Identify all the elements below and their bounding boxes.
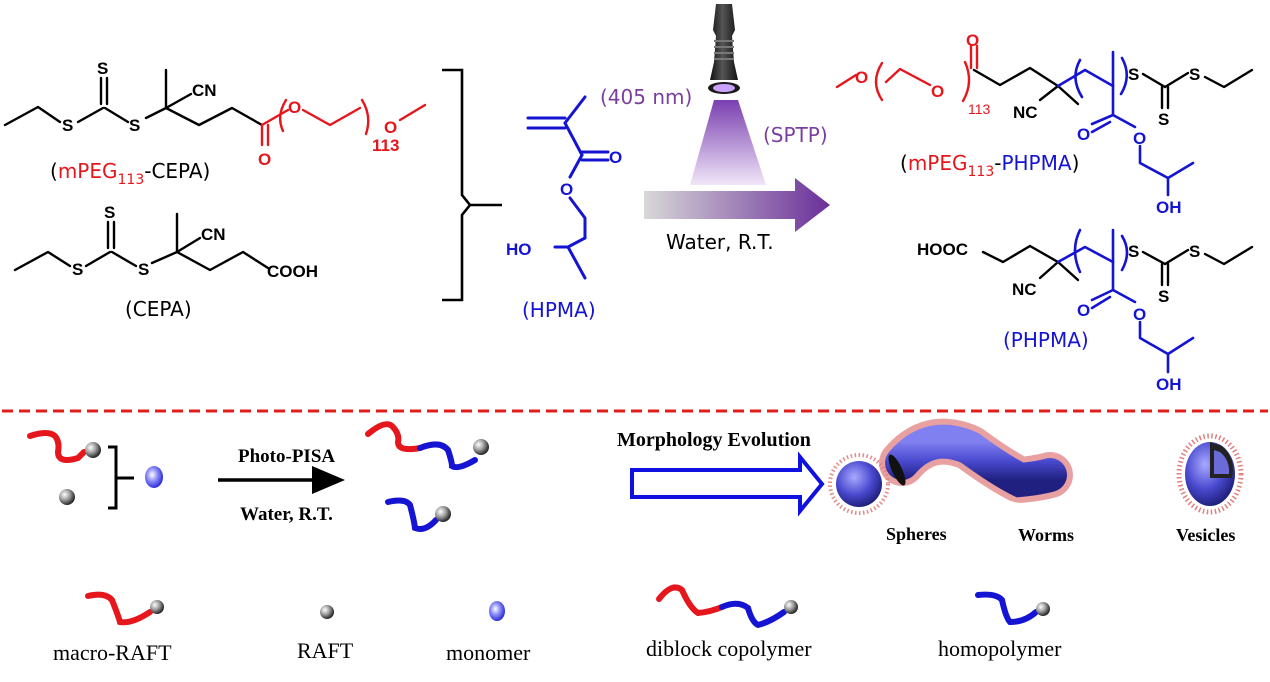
atom-label: S <box>104 203 115 222</box>
homo-product-atoms: HOOC NC S S S O O OH <box>917 240 1200 394</box>
product-diblock-icon <box>365 421 489 471</box>
morphology-label-worms: Worms <box>1018 525 1074 545</box>
conditions-label: Water, R.T. <box>666 230 774 254</box>
diblock-product-name: (mPEG113-PHPMA) <box>900 151 1079 180</box>
atom-label: O <box>966 31 979 50</box>
repeat-unit-count: 113 <box>372 136 399 155</box>
legend-label: RAFT <box>297 638 354 663</box>
morphology-label-vesicles: Vesicles <box>1176 525 1235 545</box>
atom-label: O <box>288 98 301 117</box>
atom-label: S <box>138 260 149 279</box>
raft-agent-atoms: S S S CN COOH <box>72 203 318 281</box>
flashlight-icon <box>708 4 740 94</box>
diblock-product-atoms: O O O 113 NC S S S O O OH <box>855 31 1200 217</box>
macro-raft-atoms: S S S CN O O O 113 <box>62 59 399 169</box>
repeat-unit-count: 113 <box>968 101 991 117</box>
reactant-macro-raft-icon <box>27 430 101 463</box>
morphology-evolution-label: Morphology Evolution <box>617 429 811 451</box>
atom-label: O <box>560 180 573 199</box>
atom-label: S <box>62 116 73 135</box>
morphology-evolution-arrow <box>630 451 825 517</box>
worm-micelle-icon <box>879 418 1073 504</box>
atom-label: S <box>1189 65 1200 84</box>
legend: macro-RAFT RAFT monomer diblock copolyme… <box>53 584 1062 665</box>
morphology-label-spheres: Spheres <box>886 524 947 544</box>
reactant-raft-ball-icon <box>59 489 75 505</box>
atom-label: S <box>72 260 83 279</box>
atom-label: O <box>1133 305 1146 324</box>
photo-pisa-label: Photo-PISA <box>238 446 335 467</box>
legend-raft-ball-icon <box>320 605 334 619</box>
reaction-arrow <box>644 178 830 232</box>
macro-raft-structure <box>3 68 427 147</box>
reactant-bracket <box>442 68 502 302</box>
atom-label: NC <box>1013 103 1038 122</box>
monomer-atoms: O O HO <box>506 148 622 259</box>
atom-label: O <box>1077 301 1090 320</box>
macro-raft-name: (mPEG113-CEPA) <box>50 159 210 188</box>
legend-homopolymer-icon <box>975 591 1050 626</box>
atom-label: S <box>97 59 108 78</box>
legend-label: homopolymer <box>938 636 1062 661</box>
photo-pisa-arrow <box>218 466 345 494</box>
legend-diblock-copolymer-icon <box>656 584 798 629</box>
atom-label: CN <box>192 81 217 100</box>
monomer-name: (HPMA) <box>522 298 596 322</box>
atom-label: COOH <box>267 262 318 281</box>
atom-label: OH <box>1156 198 1182 217</box>
atom-label: S <box>1128 65 1139 84</box>
atom-label: O <box>931 82 944 101</box>
atom-label: O <box>609 148 622 167</box>
atom-label: O <box>1077 125 1090 144</box>
atom-label: HOOC <box>917 240 968 259</box>
atom-label: S <box>1158 110 1169 129</box>
atom-label: O <box>384 118 397 137</box>
atom-label: CN <box>201 225 226 244</box>
legend-label: macro-RAFT <box>53 640 172 665</box>
diblock-product-structure <box>835 44 1254 197</box>
legend-monomer-ball-icon <box>489 601 505 621</box>
raft-agent-name: (CEPA) <box>125 297 192 321</box>
homo-product-name: (PHPMA) <box>1003 328 1089 352</box>
light-cone <box>690 100 766 185</box>
atom-label: S <box>1128 242 1139 261</box>
reactant-monomer-ball-icon <box>145 466 163 488</box>
sphere-micelle-icon <box>828 453 890 515</box>
atom-label: S <box>129 116 140 135</box>
homo-product-structure <box>981 228 1254 374</box>
method-label: (SPTP) <box>763 123 828 147</box>
photo-pisa-conditions: Water, R.T. <box>240 504 333 525</box>
atom-label: NC <box>1012 280 1037 299</box>
atom-label: O <box>855 68 868 87</box>
atom-label: S <box>1189 242 1200 261</box>
product-homopolymer-icon <box>385 497 451 532</box>
reactant-bracket-small <box>108 445 134 510</box>
legend-label: monomer <box>446 640 531 665</box>
vesicle-icon <box>1176 433 1244 515</box>
raft-agent-structure <box>13 212 270 272</box>
atom-label: O <box>258 150 271 169</box>
atom-label: HO <box>506 240 532 259</box>
atom-label: O <box>1133 129 1146 148</box>
atom-label: S <box>1158 287 1169 306</box>
legend-label: diblock copolymer <box>646 636 812 661</box>
atom-label: OH <box>1156 375 1182 394</box>
monomer-structure <box>526 95 610 280</box>
legend-macro-raft-icon <box>85 591 164 626</box>
wavelength-label: (405 nm) <box>600 85 692 109</box>
